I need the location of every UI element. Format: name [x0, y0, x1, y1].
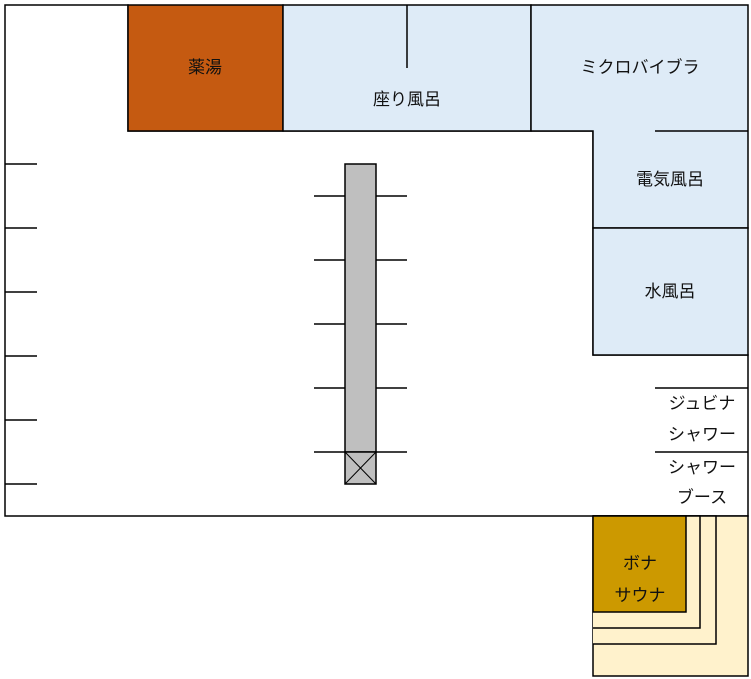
bona-sauna-label-line1: ボナ — [623, 554, 657, 574]
sitting-bath-label: 座り風呂 — [373, 90, 441, 110]
micro-bubble-label: ミクロバイブラ — [581, 57, 700, 78]
herbal-bath-room — [127, 4, 284, 132]
shower-booth-label-line2: ブース — [677, 487, 727, 508]
jubina-shower-label-line1: ジュビナ — [669, 394, 736, 414]
left-shower-stubs — [5, 163, 37, 485]
pillar-x-box — [344, 451, 377, 485]
cold-bath-room — [592, 227, 749, 356]
shower-booth-label-line1: シャワー — [668, 458, 736, 478]
electric-bath-label: 電気風呂 — [636, 170, 704, 190]
cold-bath-label: 水風呂 — [645, 282, 696, 302]
bona-sauna-room — [592, 515, 687, 613]
herbal-bath-label: 薬湯 — [188, 58, 222, 78]
bona-sauna-label-line2: サウナ — [615, 586, 666, 606]
center-column — [344, 163, 377, 453]
jubina-shower-label-line2: シャワー — [668, 425, 736, 445]
